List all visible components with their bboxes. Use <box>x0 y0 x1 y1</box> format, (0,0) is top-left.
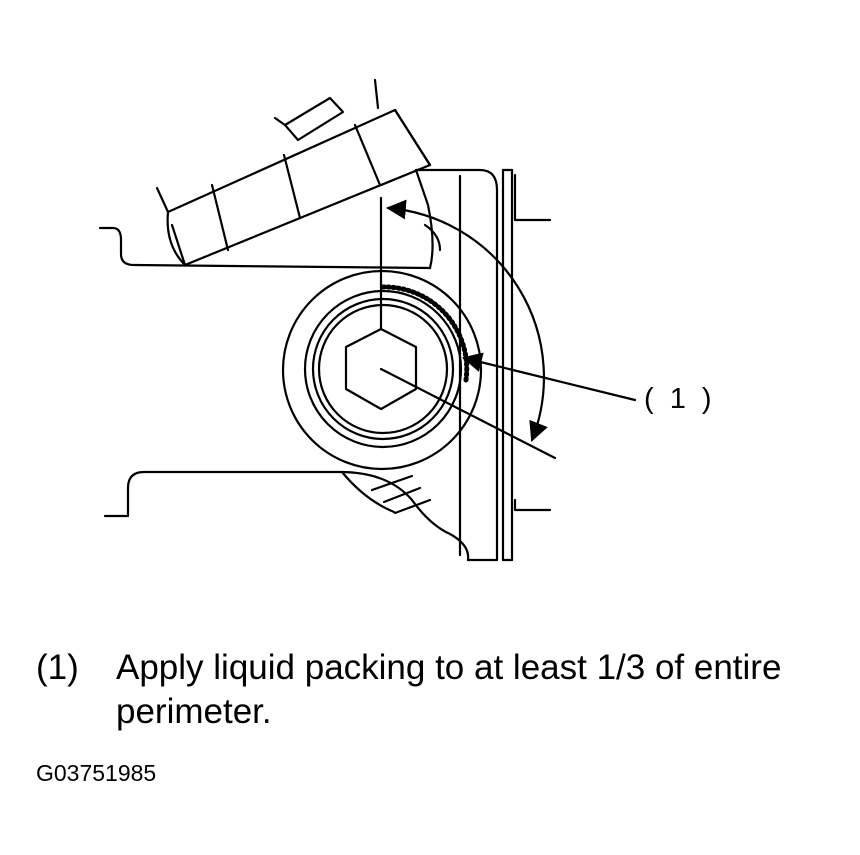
callout-label: ( 1 ) <box>644 383 716 415</box>
housing-body <box>100 170 497 560</box>
figure-id: G03751985 <box>36 760 157 786</box>
technical-illustration <box>0 0 860 600</box>
callout-leader <box>462 352 635 400</box>
bracket <box>157 80 440 265</box>
caption-number: (1) <box>36 648 79 687</box>
angle-arrow <box>386 199 548 442</box>
caption-text: Apply liquid packing to at least 1/3 of … <box>116 648 782 731</box>
